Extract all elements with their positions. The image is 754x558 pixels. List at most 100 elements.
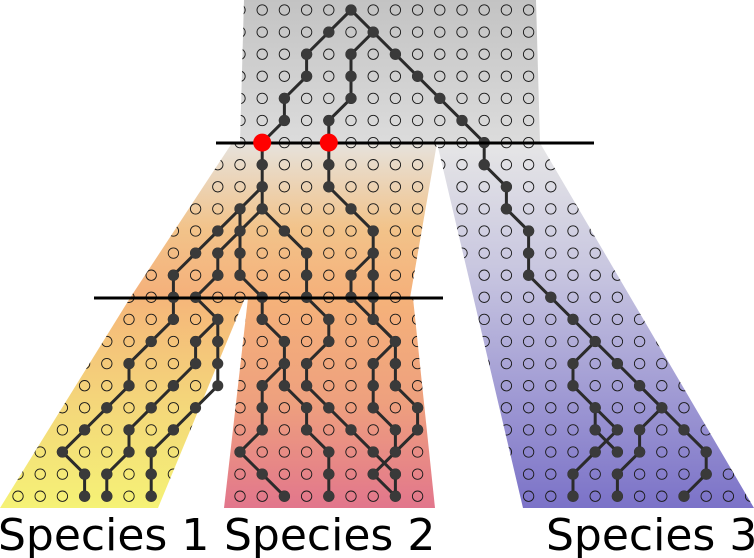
gene-copy	[168, 49, 178, 59]
gene-copy	[13, 425, 23, 435]
gene-copy	[345, 143, 357, 149]
gene-copy	[478, 247, 490, 259]
gene-copy	[700, 402, 712, 414]
gene-copy	[168, 137, 178, 147]
gene-copy	[35, 137, 45, 147]
gene-copy	[478, 468, 490, 480]
gene-copy	[457, 403, 467, 413]
gene-copy	[13, 5, 23, 15]
gene-copy	[723, 115, 733, 125]
gene-copy	[589, 490, 601, 502]
gene-copy	[678, 247, 690, 259]
lineage-node	[323, 313, 335, 325]
lineage-node	[700, 468, 712, 480]
gene-copy	[367, 114, 379, 127]
gene-copy	[13, 248, 23, 258]
gene-copy	[634, 292, 644, 302]
gene-copy	[722, 143, 735, 149]
gene-copy	[300, 4, 313, 16]
lineage-node	[345, 70, 357, 82]
lineage-node	[234, 203, 246, 215]
gene-copy	[367, 4, 379, 16]
gene-copy	[123, 335, 135, 348]
lineage-node	[256, 181, 268, 193]
gene-copy	[278, 247, 291, 259]
gene-copy	[34, 357, 46, 370]
gene-copy	[102, 27, 112, 37]
gene-copy	[589, 247, 601, 259]
gene-copy	[102, 248, 112, 258]
gene-copy	[434, 26, 446, 38]
gene-copy	[723, 336, 733, 346]
gene-copy	[700, 143, 712, 149]
gene-copy	[723, 204, 733, 214]
gene-copy	[500, 357, 513, 370]
gene-copy	[190, 93, 200, 103]
gene-copy	[13, 270, 23, 280]
gene-copy	[300, 181, 313, 193]
gene-copy	[389, 92, 402, 105]
gene-copy	[679, 314, 689, 324]
gene-copy	[213, 93, 223, 103]
gene-copy	[657, 137, 667, 147]
gene-copy	[367, 424, 379, 436]
gene-copy	[589, 181, 601, 193]
lineage-node	[412, 70, 424, 82]
gene-copy	[124, 27, 134, 37]
gene-copy	[256, 446, 268, 458]
gene-copy	[79, 270, 89, 280]
lineage-node	[500, 181, 512, 193]
lineage-node	[389, 468, 401, 480]
gene-copy	[57, 381, 67, 391]
lineage-node	[212, 269, 224, 281]
gene-copy	[146, 248, 156, 258]
gene-copy	[479, 381, 489, 391]
gene-copy	[256, 335, 268, 348]
gene-copy	[656, 335, 668, 348]
gene-copy	[634, 137, 644, 147]
gene-copy	[456, 313, 468, 326]
gene-copy	[634, 115, 644, 125]
gene-copy	[678, 468, 690, 480]
lineage-node	[212, 225, 224, 237]
gene-copy	[744, 424, 754, 436]
lineage-node	[389, 336, 401, 347]
gene-copy	[145, 298, 157, 303]
gene-copy	[34, 446, 46, 458]
gene-copy	[722, 313, 735, 326]
gene-copy	[56, 335, 69, 348]
gene-copy	[679, 336, 689, 346]
gene-copy	[190, 182, 200, 192]
gene-copy	[102, 160, 112, 170]
lineage-node	[301, 380, 313, 392]
gene-copy	[611, 335, 624, 348]
coalescence-highlights	[253, 133, 338, 152]
lineage-node	[611, 446, 623, 458]
gene-copy	[722, 402, 735, 414]
gene-copy	[437, 313, 446, 326]
gene-copy	[745, 314, 754, 324]
gene-copy	[189, 159, 202, 171]
lineage-node	[278, 92, 290, 104]
gene-copy	[657, 182, 667, 192]
gene-copy	[35, 403, 45, 413]
gene-copy	[146, 204, 156, 214]
gene-copy	[35, 292, 45, 302]
gene-copy	[102, 71, 112, 81]
gene-copy	[213, 491, 223, 501]
gene-copy	[411, 203, 424, 215]
gene-copy	[13, 226, 23, 236]
lineage-node	[500, 203, 512, 215]
gene-copy	[500, 225, 513, 237]
gene-copy	[389, 181, 402, 193]
gene-copy	[146, 137, 156, 147]
gene-copy	[723, 292, 733, 302]
gene-copy	[102, 5, 112, 15]
gene-copy	[13, 182, 23, 192]
gene-copy	[457, 336, 467, 346]
gene-copy	[278, 446, 291, 458]
gene-copy	[300, 490, 313, 502]
gene-copy	[57, 314, 67, 324]
gene-copy	[722, 247, 735, 259]
gene-copy	[300, 159, 313, 171]
